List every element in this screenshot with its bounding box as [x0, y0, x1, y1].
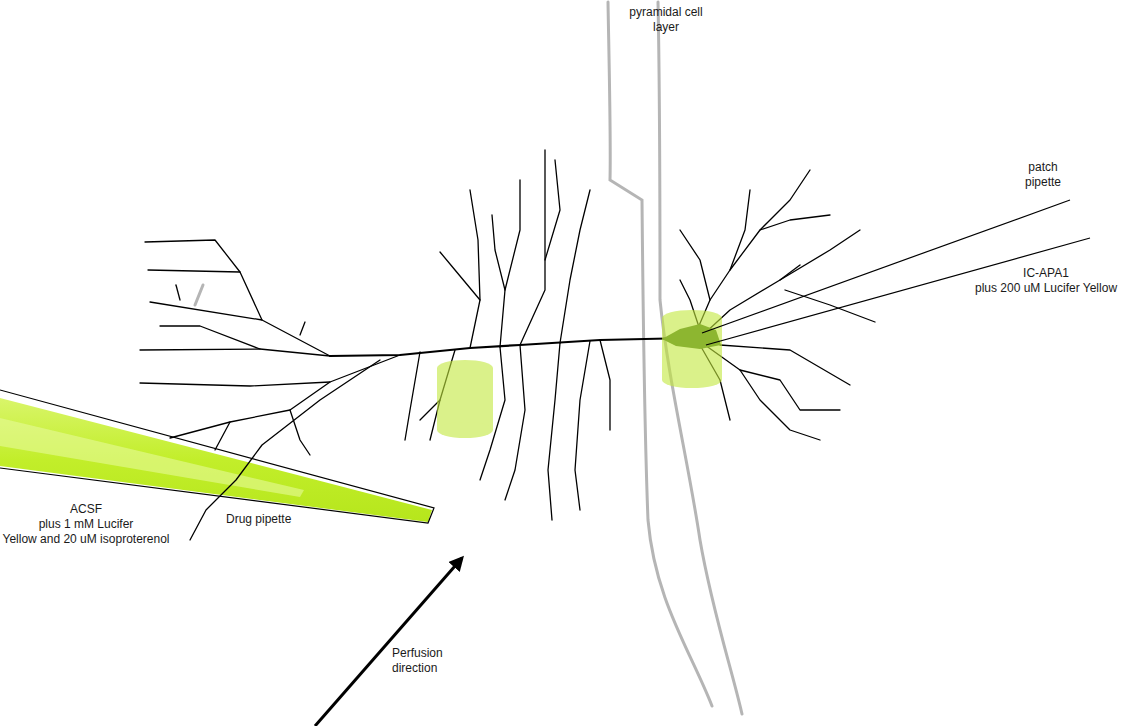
label-line: ACSF — [2, 502, 170, 517]
label-line: layer — [612, 20, 720, 35]
annotation-label: patch pipette — [1010, 160, 1076, 190]
annotation-label: Drug pipette — [226, 512, 316, 527]
label-line: pipette — [1010, 175, 1076, 190]
annotation-label: pyramidal cell layer — [612, 5, 720, 35]
label-line: plus 200 uM Lucifer Yellow — [958, 281, 1134, 296]
annotation-label: ACSF plus 1 mM Lucifer Yellow and 20 uM … — [2, 502, 170, 547]
label-line: IC-APA1 — [958, 266, 1134, 281]
label-line: Perfusion — [392, 646, 482, 661]
pipette-wall — [0, 390, 434, 523]
imaging-region — [437, 360, 493, 438]
label-line: patch — [1010, 160, 1076, 175]
label-line: Yellow and 20 uM isoproterenol — [2, 532, 170, 547]
annotation-label: IC-APA1 plus 200 uM Lucifer Yellow — [958, 266, 1134, 296]
pipette-highlight — [0, 418, 304, 497]
perfusion-arrow — [315, 558, 462, 726]
cut-dendrite — [195, 285, 203, 305]
cell-layer-boundary — [195, 2, 742, 714]
annotation-label: Perfusion direction — [392, 646, 482, 676]
drug-pipette — [0, 390, 434, 523]
imaging-region — [662, 310, 722, 388]
label-line: direction — [392, 661, 482, 676]
label-line: plus 1 mM Lucifer — [2, 517, 170, 532]
label-line: pyramidal cell — [612, 5, 720, 20]
layer-line — [658, 2, 742, 714]
label-line: Drug pipette — [226, 512, 316, 527]
pipette-fill — [0, 398, 432, 522]
neuron-dendrites — [140, 150, 875, 540]
